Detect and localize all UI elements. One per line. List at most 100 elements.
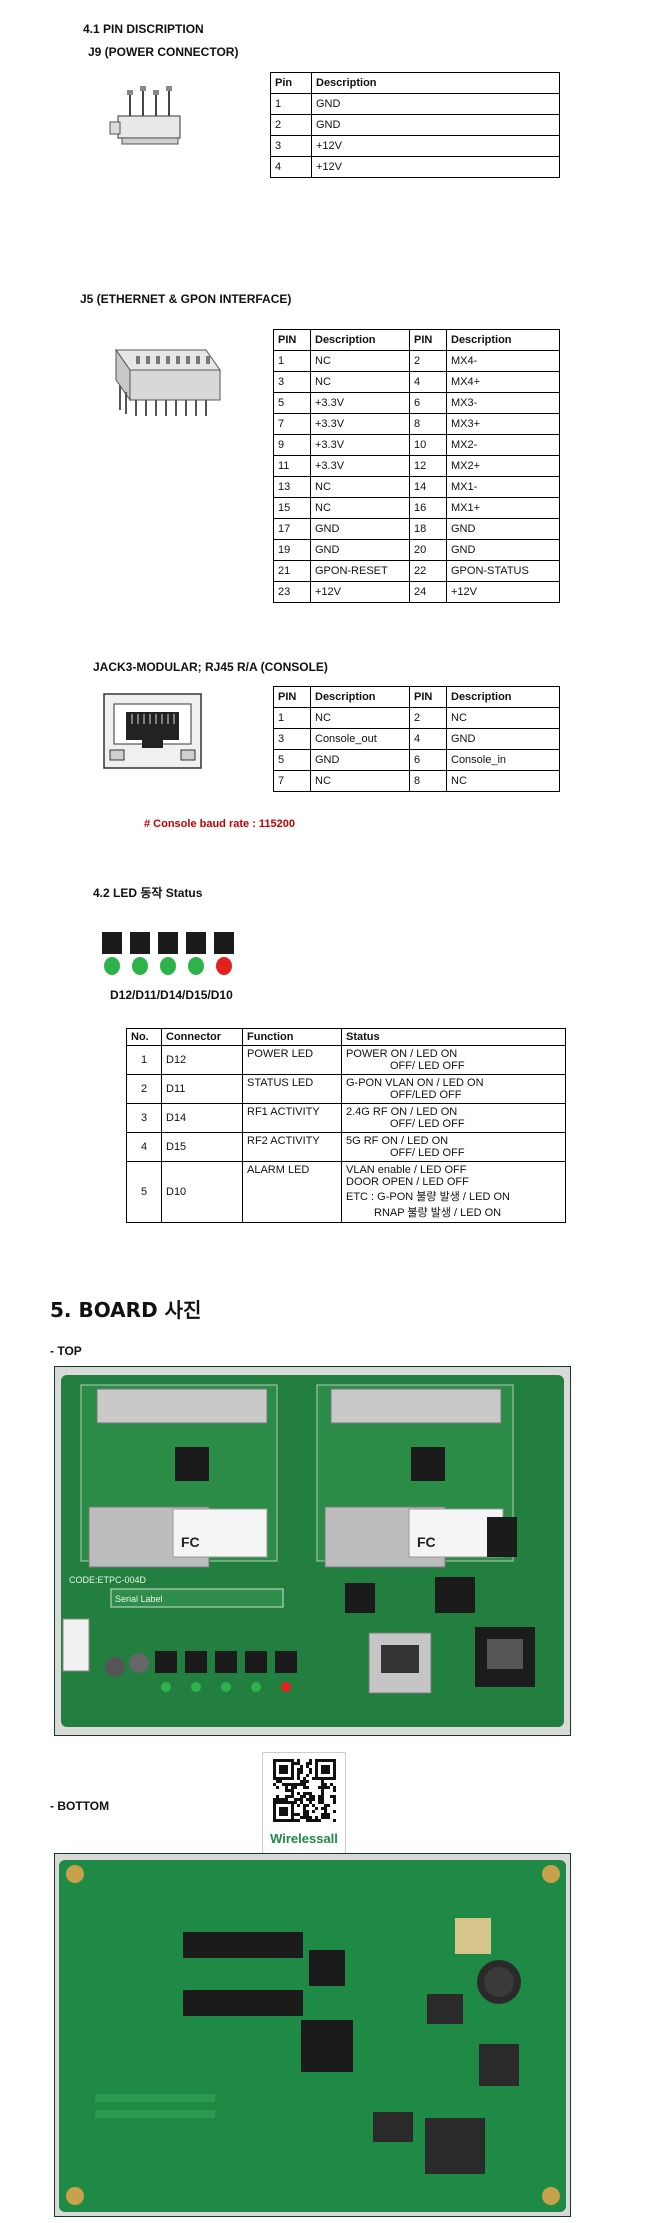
description-cell: Console_out — [310, 728, 410, 750]
no-cell: 1 — [126, 1045, 162, 1075]
description-cell: +12V — [446, 581, 560, 603]
pin-cell: 5 — [273, 749, 311, 771]
pin-cell: 10 — [409, 434, 447, 456]
rj45-jack-icon — [103, 693, 202, 769]
description-cell: MX1- — [446, 476, 560, 498]
description-cell: GPON-RESET — [310, 560, 410, 582]
description-cell: NC — [310, 371, 410, 393]
description-cell: NC — [310, 707, 410, 729]
serial-label-text: Serial Label — [115, 1594, 163, 1604]
header-pin: PIN — [409, 686, 447, 708]
pin-cell: 4 — [409, 728, 447, 750]
console-baud-note: # Console baud rate : 115200 — [144, 818, 296, 830]
pin-cell: 16 — [409, 497, 447, 519]
table-row: 4+12V — [270, 156, 560, 178]
header-description: Description — [446, 686, 560, 708]
pin-cell: 1 — [273, 350, 311, 372]
pin-cell: 3 — [270, 135, 312, 157]
connector-cell: D11 — [161, 1074, 243, 1104]
header-function: Function — [242, 1028, 342, 1046]
header-status: Status — [341, 1028, 566, 1046]
section-4-1-title: 4.1 PIN DISCRIPTION — [83, 22, 204, 36]
description-cell: +12V — [310, 581, 410, 603]
pin-cell: 7 — [273, 413, 311, 435]
pin-cell: 1 — [270, 93, 312, 115]
pcb-top-image: FC FC Serial Label CODE:ETPC-004D — [55, 1367, 570, 1735]
status-line: OFF/ LED OFF — [390, 1147, 465, 1159]
description-cell: MX2- — [446, 434, 560, 456]
pin-cell: 1 — [273, 707, 311, 729]
board-top-photo: FC FC Serial Label CODE:ETPC-004D — [54, 1366, 571, 1736]
section-4-2-title: 4.2 LED 동작 Status — [93, 886, 203, 900]
description-cell: MX2+ — [446, 455, 560, 477]
description-cell: NC — [310, 497, 410, 519]
description-cell: MX4+ — [446, 371, 560, 393]
no-cell: 2 — [126, 1074, 162, 1104]
wirelessall-logo: Wirelessall — [262, 1752, 346, 1854]
bottom-label: - BOTTOM — [50, 1799, 110, 1813]
pin-cell: 2 — [409, 707, 447, 729]
description-cell: GND — [446, 728, 560, 750]
status-line: 5G RF ON / LED ON — [346, 1135, 449, 1147]
top-label: - TOP — [50, 1344, 82, 1358]
description-cell: GND — [310, 749, 410, 771]
green-led-icon — [188, 957, 204, 975]
led-row-illustration — [102, 932, 234, 975]
description-cell: NC — [310, 350, 410, 372]
header-connector: Connector — [161, 1028, 243, 1046]
pin-cell: 3 — [273, 371, 311, 393]
description-cell: +3.3V — [310, 413, 410, 435]
connector-cell: D15 — [161, 1132, 243, 1162]
connector-cell: D12 — [161, 1045, 243, 1075]
description-cell: MX1+ — [446, 497, 560, 519]
pin-cell: 20 — [409, 539, 447, 561]
green-led-icon — [160, 957, 176, 975]
description-cell: Console_in — [446, 749, 560, 771]
status-line: OFF/ LED OFF — [390, 1060, 465, 1072]
description-cell: GND — [310, 518, 410, 540]
description-cell: GND — [446, 539, 560, 561]
description-cell: +12V — [311, 135, 560, 157]
pin-cell: 5 — [273, 392, 311, 414]
header-no: No. — [126, 1028, 162, 1046]
header-description: Description — [311, 72, 560, 94]
pin-cell: 2 — [409, 350, 447, 372]
description-cell: MX3- — [446, 392, 560, 414]
header-pin: PIN — [409, 329, 447, 351]
description-cell: MX3+ — [446, 413, 560, 435]
function-cell: RF2 ACTIVITY — [242, 1132, 342, 1162]
connector-cell: D10 — [161, 1161, 243, 1223]
led-housing — [130, 932, 150, 954]
header-pin: Pin — [270, 72, 312, 94]
pin-cell: 23 — [273, 581, 311, 603]
header-description: Description — [446, 329, 560, 351]
pin-cell: 8 — [409, 413, 447, 435]
description-cell: NC — [310, 476, 410, 498]
table-header-row: PIN Description PIN Description — [273, 686, 560, 708]
status-line: ETC : G-PON 불량 발생 / LED ON — [346, 1191, 510, 1203]
status-line: POWER ON / LED ON — [346, 1048, 458, 1060]
led-housing — [186, 932, 206, 954]
function-cell: POWER LED — [242, 1045, 342, 1075]
